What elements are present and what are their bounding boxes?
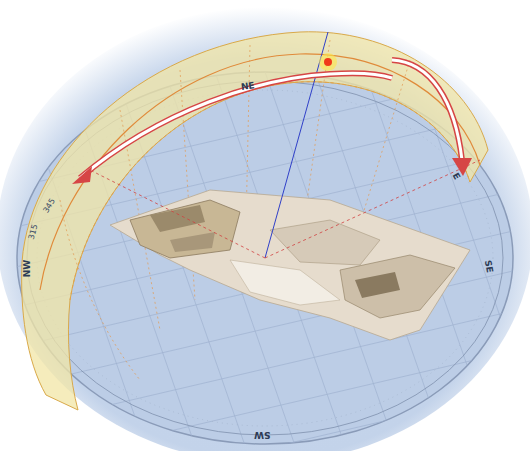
compass-label: NE [241,81,256,92]
compass-label: NW [24,259,33,276]
compass-label: SE [482,259,493,273]
compass-label: SW [254,430,270,439]
